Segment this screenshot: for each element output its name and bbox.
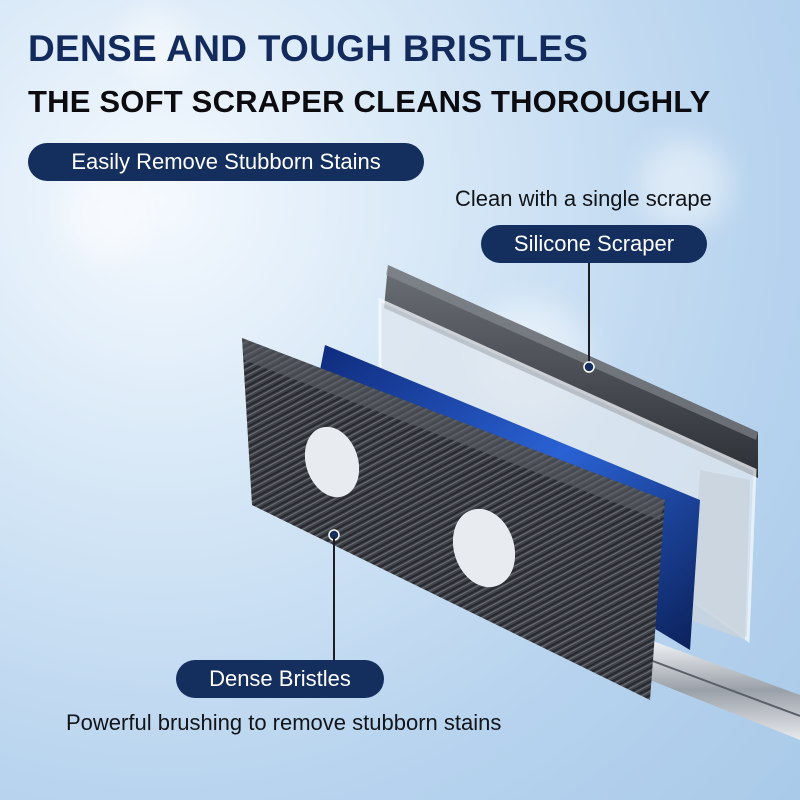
headline: DENSE AND TOUGH BRISTLES xyxy=(28,28,589,69)
scraper-caption: Clean with a single scrape xyxy=(455,186,712,211)
handle xyxy=(649,640,800,740)
badge-dense-bristles: Dense Bristles xyxy=(176,660,384,698)
bristles-caption: Powerful brushing to remove stubborn sta… xyxy=(66,710,502,735)
silicone-scraper xyxy=(384,265,758,478)
badge-easily-remove-stains: Easily Remove Stubborn Stains xyxy=(28,143,424,181)
bokeh-light xyxy=(640,140,730,230)
bristles-pointer xyxy=(328,529,340,660)
subheadline: THE SOFT SCRAPER CLEANS THOROUGHLY xyxy=(28,84,711,119)
bokeh-light xyxy=(120,10,190,80)
bokeh-light xyxy=(60,170,150,260)
badge-silicone-scraper: Silicone Scraper xyxy=(481,225,707,263)
scraper-pointer xyxy=(583,262,595,373)
bristle-block xyxy=(242,338,665,700)
